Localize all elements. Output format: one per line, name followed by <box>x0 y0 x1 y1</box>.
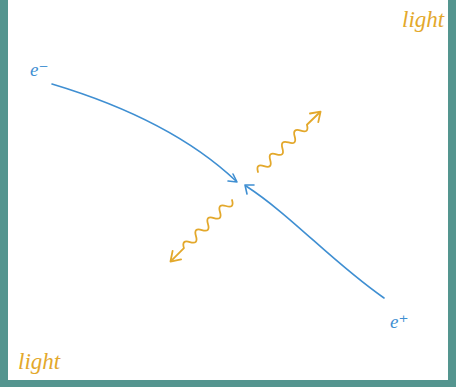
positron-line <box>246 186 384 298</box>
white-panel <box>8 0 448 380</box>
photon-wave-up <box>254 107 325 176</box>
positron-label: e⁺ <box>390 312 408 331</box>
photon-label: light <box>402 8 444 31</box>
photon-wave-down <box>166 196 236 266</box>
electron-line <box>52 84 236 181</box>
photon-label: light <box>18 350 60 373</box>
electron-label: e⁻ <box>30 60 48 79</box>
electron-arrowhead <box>228 174 237 182</box>
positron-arrowhead <box>245 185 254 194</box>
